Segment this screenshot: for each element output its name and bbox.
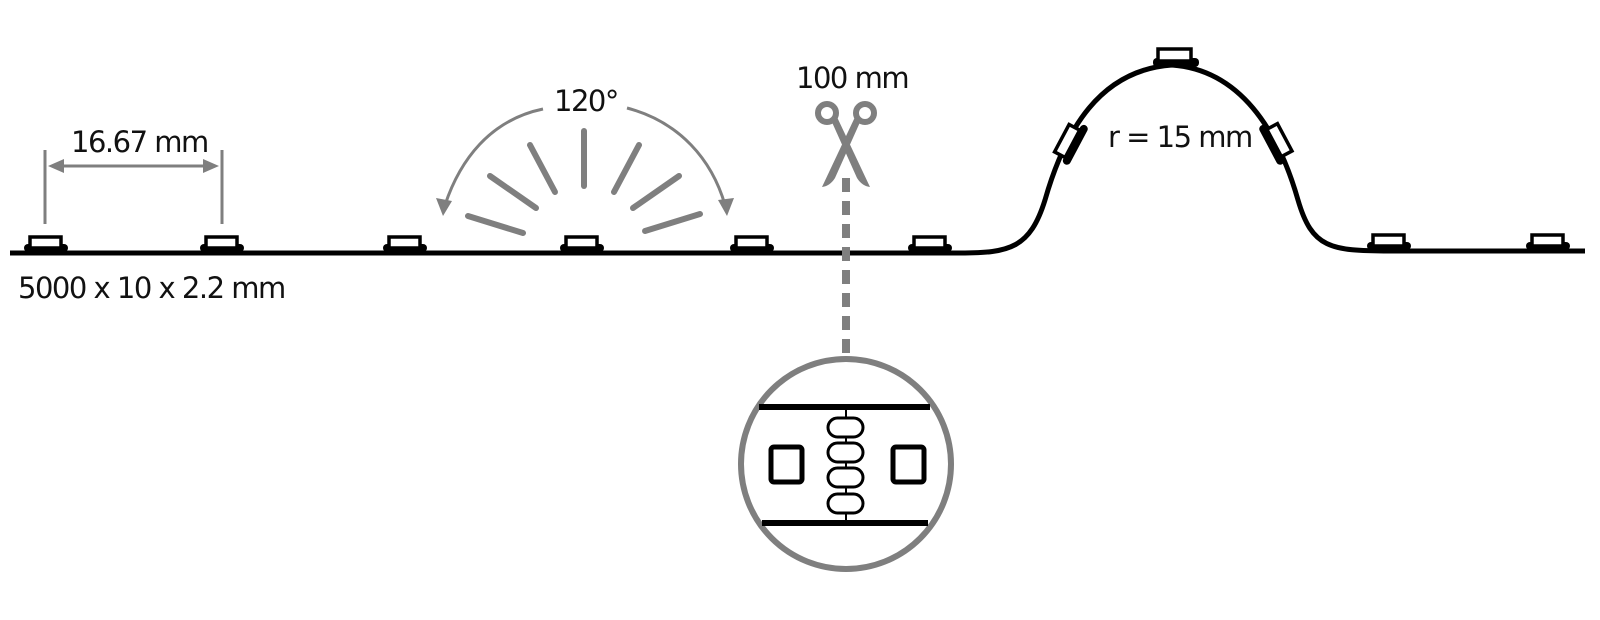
led-chip xyxy=(730,235,774,252)
led-chip xyxy=(560,235,604,252)
led-chip xyxy=(908,235,952,252)
led-detail-left xyxy=(768,444,805,485)
led-detail-right xyxy=(890,444,927,485)
scissors-icon xyxy=(815,101,877,187)
led-chip xyxy=(1153,47,1199,67)
led-chip xyxy=(1052,122,1088,165)
beam-angle-indicator: 120° xyxy=(436,84,734,236)
dimensions-label: 5000 x 10 x 2.2 mm xyxy=(18,271,285,305)
pitch-dimension: 16.67 mm xyxy=(43,125,224,224)
bend-radius-label: r = 15 mm xyxy=(1108,120,1252,154)
led-chip xyxy=(383,235,427,252)
led-chip xyxy=(1367,233,1411,250)
led-chip xyxy=(24,235,68,252)
cut-marker: 100 mm xyxy=(796,61,910,356)
cut-interval-label: 100 mm xyxy=(796,61,908,95)
solder-pads xyxy=(826,416,865,515)
pitch-label: 16.67 mm xyxy=(71,125,208,159)
led-chip xyxy=(1526,233,1570,250)
led-chip xyxy=(200,235,244,252)
beam-angle-label: 120° xyxy=(554,84,618,118)
detail-magnifier xyxy=(738,356,954,572)
led-chip xyxy=(1259,121,1295,165)
led-strip xyxy=(10,47,1585,256)
